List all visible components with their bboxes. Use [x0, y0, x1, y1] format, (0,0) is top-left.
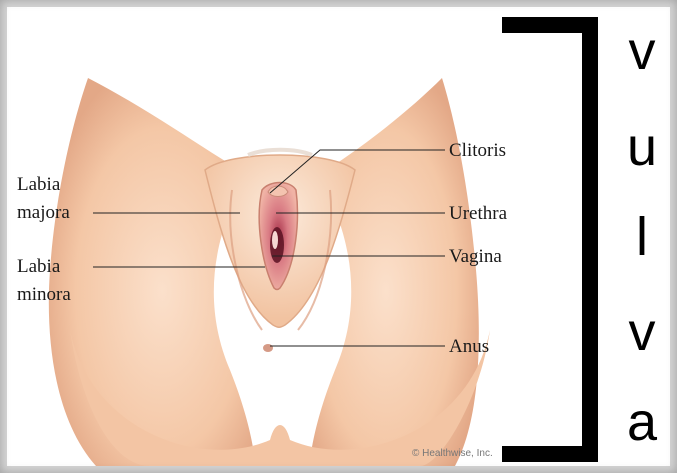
copyright-credit: © Healthwise, Inc.	[412, 448, 493, 459]
label-labia-minora-line1: Labia	[17, 256, 71, 277]
label-labia-majora-line2: majora	[17, 202, 70, 223]
label-labia-majora: Labia majora	[17, 174, 70, 223]
vulva-letter-a: a	[617, 395, 667, 449]
clitoris-shape	[268, 186, 288, 197]
label-anus: Anus	[449, 336, 489, 357]
vulva-bracket	[502, 17, 598, 462]
vulva-letter-v1: v	[617, 24, 667, 78]
label-labia-minora: Labia minora	[17, 256, 71, 305]
label-urethra: Urethra	[449, 203, 507, 224]
vulva-letter-l: l	[617, 210, 667, 264]
vulva-letter-v2: v	[617, 305, 667, 359]
left-thigh	[49, 78, 255, 466]
vulva-letter-u: u	[617, 120, 667, 174]
label-labia-minora-line2: minora	[17, 284, 71, 305]
anus-shape	[263, 344, 273, 352]
label-vagina: Vagina	[449, 246, 502, 267]
label-labia-majora-line1: Labia	[17, 174, 70, 195]
label-clitoris: Clitoris	[449, 140, 506, 161]
